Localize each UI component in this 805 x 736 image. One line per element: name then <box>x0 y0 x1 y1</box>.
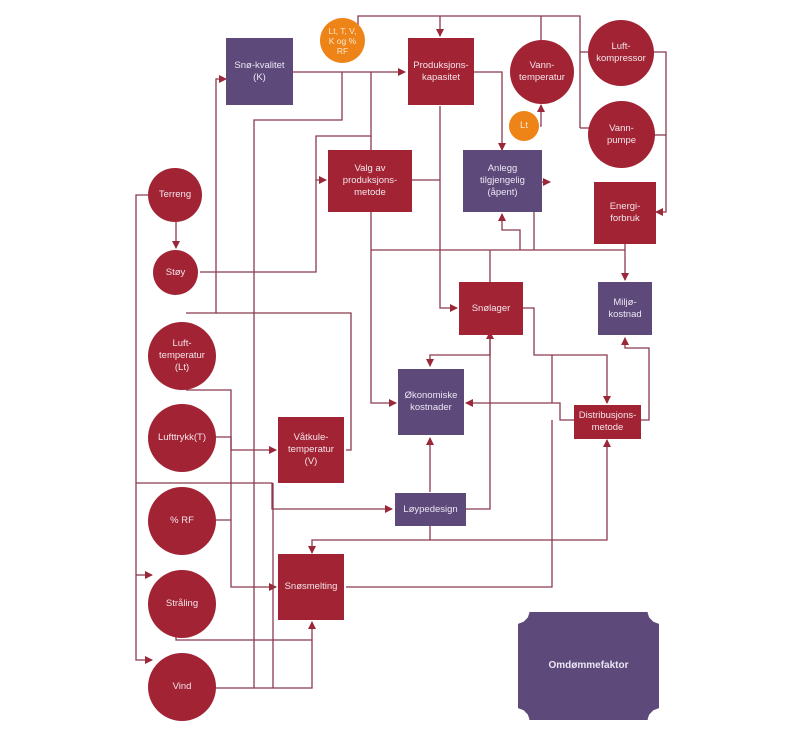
node-lufttrykk: Lufttrykk(T) <box>148 404 216 472</box>
node-terreng: Terreng <box>148 168 202 222</box>
node-lufttemperatur: Luft- temperatur (Lt) <box>148 322 216 390</box>
node-energiforbruk: Energi- forbruk <box>594 182 656 244</box>
node-valg-av-produksjonsmetode: Valg av produksjons- metode <box>328 150 412 212</box>
node-vatkuletemperatur: Våtkule- temperatur (V) <box>278 417 344 483</box>
node-sno-kvalitet: Snø-kvalitet (K) <box>226 38 293 105</box>
node-luftkompressor: Luft- kompressor <box>588 20 654 86</box>
node-snosmelting: Snøsmelting <box>278 554 344 620</box>
node-prosent-rf: % RF <box>148 487 216 555</box>
node-produksjonskapasitet: Produksjons- kapasitet <box>408 38 474 105</box>
node-straling: Stråling <box>148 570 216 638</box>
edge-top-loop <box>357 15 581 128</box>
edge-to-energiforbruk <box>651 51 667 216</box>
node-anlegg-tilgjengelig: Anlegg tilgjengelig (åpent) <box>463 150 542 212</box>
node-snolager: Snølager <box>459 282 523 335</box>
node-vannpumpe: Vann- pumpe <box>588 101 655 168</box>
node-okonomiske-kostnader: Økonomiske kostnader <box>398 369 464 435</box>
edge-distribusjon-to-miljo <box>621 337 650 421</box>
node-inputs-badge: Lt, T, V, K og % RF <box>320 18 365 63</box>
node-vanntemperatur: Vann- temperatur <box>510 40 574 104</box>
edge-prodkap-to-snolager <box>439 106 458 312</box>
node-stoy: Støy <box>153 250 198 295</box>
edge-stoy-to-valg <box>200 180 317 273</box>
edge-lt-to-vanntemperatur <box>537 104 545 127</box>
node-omdommefaktor: Omdømmefaktor <box>518 612 659 720</box>
node-miljokostnad: Miljø- kostnad <box>598 282 652 335</box>
edge-distribusjon-to-okonomiske <box>465 399 574 421</box>
node-vind: Vind <box>148 653 216 721</box>
node-lt-badge: Lt <box>509 111 539 141</box>
node-distribusjonsmetode: Distribusjons- metode <box>574 405 641 439</box>
edge-prodkap-to-anlegg <box>473 71 506 151</box>
node-loypedesign: Løypedesign <box>395 493 466 526</box>
